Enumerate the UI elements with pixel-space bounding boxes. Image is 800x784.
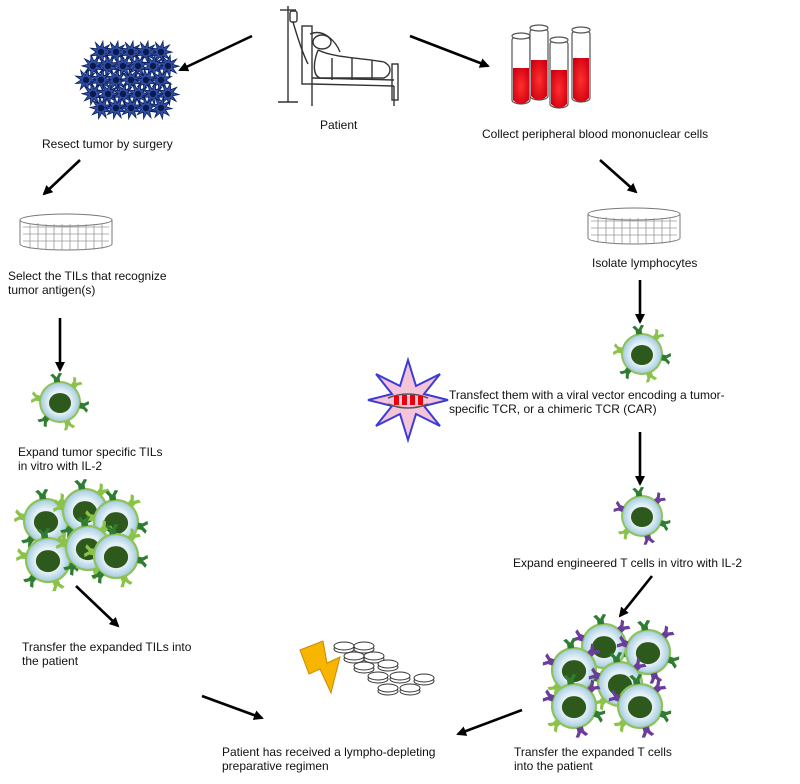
t-cell-icon — [613, 486, 672, 545]
tumor-mass-icon — [74, 39, 181, 121]
tumor-cell-core — [157, 104, 165, 112]
arrow — [618, 575, 654, 618]
lightning-icon — [299, 640, 341, 695]
tumor-cell-core — [142, 48, 150, 56]
t-cell-icon — [612, 324, 671, 383]
arrow — [599, 159, 638, 194]
arrow — [456, 708, 523, 736]
tumor-cell-core — [142, 76, 150, 84]
arrow — [42, 159, 81, 196]
tumor-cell-core — [82, 76, 90, 84]
arrow — [409, 34, 490, 68]
viral-vector-icon — [367, 356, 449, 444]
t-cell-icon — [30, 372, 89, 431]
tumor-cell-core — [142, 104, 150, 112]
label-expand-engineered: Expand engineered T cells in vitro with … — [513, 556, 743, 570]
arrow — [75, 585, 120, 628]
tumor-cell-core — [104, 90, 112, 98]
label-collect-pbmc: Collect peripheral blood mononuclear cel… — [482, 127, 709, 141]
filter-icon — [19, 213, 113, 251]
tumor-cell-core — [157, 76, 165, 84]
label-transfect: Transfect them with a viral vector encod… — [449, 388, 725, 416]
tumor-cell-core — [157, 48, 165, 56]
tumor-cell-core — [134, 90, 142, 98]
flow-arrows — [42, 34, 654, 736]
tumor-cell-core — [127, 48, 135, 56]
tumor-cell-core — [149, 90, 157, 98]
label-isolate-lymphocytes: Isolate lymphocytes — [592, 256, 698, 270]
tumor-cell-core — [127, 104, 135, 112]
label-patient: Patient — [320, 118, 358, 132]
label-resect-tumor: Resect tumor by surgery — [42, 137, 173, 151]
tumor-cell-core — [149, 62, 157, 70]
tumor-cell-core — [112, 104, 120, 112]
blood-tubes-icon — [511, 24, 591, 109]
arrow — [201, 694, 264, 720]
tumor-cell-core — [164, 62, 172, 70]
pill-stack-icon — [333, 641, 435, 696]
tumor-cell-core — [104, 62, 112, 70]
engineered-cluster-icon — [542, 613, 680, 738]
tumor-cell-core — [119, 62, 127, 70]
tumor-cell-core — [97, 104, 105, 112]
tumor-cell-core — [164, 90, 172, 98]
tumor-cell-core — [112, 48, 120, 56]
til-cluster-icon — [13, 478, 148, 592]
tumor-cell-core — [112, 76, 120, 84]
filter-icon — [587, 207, 681, 245]
tumor-cell-core — [134, 62, 142, 70]
tumor-cell-core — [89, 62, 97, 70]
tumor-cell-core — [97, 76, 105, 84]
tumor-cell-core — [97, 48, 105, 56]
arrow — [178, 34, 253, 72]
tumor-cell-core — [89, 90, 97, 98]
tumor-cell-core — [119, 90, 127, 98]
patient-bed-icon — [278, 6, 399, 106]
tumor-cell-core — [127, 76, 135, 84]
